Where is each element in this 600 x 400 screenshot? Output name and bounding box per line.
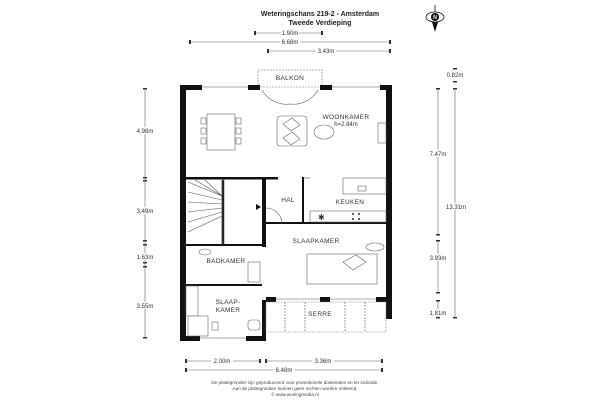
sofa <box>276 115 308 147</box>
disclaimer-line-1: De plattegronden zijn geproduceerd voor … <box>211 380 378 385</box>
dim-left-3: 1.63m <box>137 255 154 261</box>
room-label-hal: HAL <box>281 197 295 204</box>
dim-bottom-3: 6.48m <box>276 368 293 374</box>
dim-right-1: 7.47m <box>430 152 447 158</box>
dim-top-1: 1.90m <box>282 31 299 37</box>
dim-right-outer-1: 0.82m <box>447 73 464 79</box>
stove-icon <box>352 213 360 220</box>
hal-door <box>265 207 283 225</box>
dim-top-2: 6.68m <box>282 40 299 46</box>
dim-top-3: 3.43m <box>318 49 335 55</box>
bottom-dimensions: 2.00m 3.36m 6.48m <box>185 357 383 374</box>
woonkamer-height: h=2.84m <box>334 122 358 128</box>
radiator <box>377 122 387 144</box>
kitchen-counter <box>309 210 387 223</box>
dim-right-3: 1.81m <box>430 311 447 317</box>
bed <box>306 253 378 285</box>
copyright: © www.woningmedia.nl <box>271 391 319 397</box>
compass-label: N <box>433 15 437 21</box>
dim-bottom-1: 2.00m <box>214 359 231 365</box>
dim-right-2: 3.93m <box>430 256 447 262</box>
room-label-slaapkamer: SLAAPKAMER <box>292 238 339 245</box>
plan-title: Weteringschans 219-2 - Amsterdam <box>261 11 379 18</box>
balcony-door <box>261 89 319 105</box>
room-label-serre: SERRE <box>308 311 332 318</box>
room-label-slaapkamer2-line2: KAMER <box>216 307 241 314</box>
staircase <box>187 179 225 245</box>
fan-icon: ✱ <box>318 213 325 222</box>
room-label-woonkamer: WOONKAMER <box>323 114 370 121</box>
dim-bottom-2: 3.36m <box>315 359 332 365</box>
wardrobe <box>185 285 199 317</box>
walls <box>180 85 392 341</box>
disclaimer-line-2: Aan de plattegronden kunnen geen rechten… <box>233 386 358 391</box>
sink <box>247 261 261 283</box>
right-dimensions: 7.47m 3.93m 1.81m 0.82m 13.31m <box>424 68 471 319</box>
dim-right-outer-2: 13.31m <box>446 205 466 211</box>
desk <box>187 315 209 337</box>
toilet <box>198 248 212 256</box>
dining-table <box>200 113 242 151</box>
dim-left-2: 3.49m <box>137 209 154 215</box>
left-dimensions: 4.98m 3.49m 1.63m 3.55m <box>131 88 159 339</box>
dim-left-1: 4.98m <box>137 129 154 135</box>
plan-subtitle: Tweede Verdieping <box>289 20 352 27</box>
serre-chairs <box>284 302 366 332</box>
room-label-badkamer: BADKAMER <box>207 258 246 265</box>
top-dimensions: 1.90m 6.68m 3.43m <box>189 29 391 55</box>
room-label-slaapkamer2-line1: SLAAP- <box>216 299 241 306</box>
entry-arrow-icon <box>256 204 261 210</box>
room-label-keuken: KEUKEN <box>336 199 365 206</box>
compass-icon: N <box>425 5 445 32</box>
dim-left-4: 3.55m <box>137 304 154 310</box>
room-label-balkon: BALKON <box>276 75 304 82</box>
coffee-table <box>313 124 335 140</box>
